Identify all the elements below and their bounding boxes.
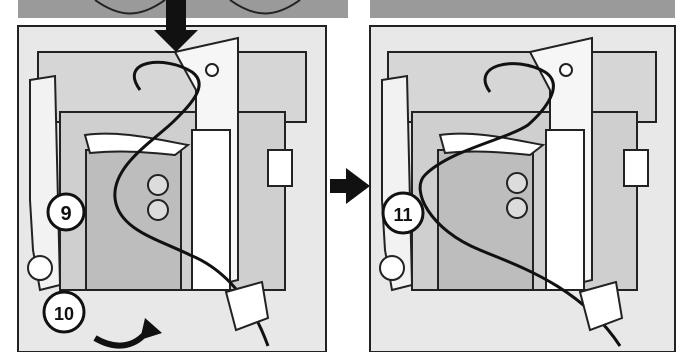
step-11-label: 11 — [393, 205, 412, 225]
left-screw-2 — [148, 200, 168, 220]
right-screw-1 — [507, 173, 527, 193]
step-9-badge: 9 — [48, 194, 84, 230]
right-screw-2 — [507, 198, 527, 218]
right-panel: 11 — [370, 26, 675, 352]
right-post-front — [546, 130, 584, 290]
left-side-hook — [268, 150, 292, 186]
left-panel: 9 10 — [18, 26, 326, 352]
right-dark-block — [438, 150, 533, 290]
left-screw-1 — [148, 175, 168, 195]
left-dark-block — [86, 150, 181, 290]
left-lever-pivot — [28, 256, 52, 280]
step-10-badge: 10 — [44, 292, 84, 332]
step-9-label: 9 — [60, 203, 71, 225]
right-side-hook — [624, 150, 648, 186]
top-strip-right — [370, 0, 675, 18]
right-lever-pivot — [380, 256, 404, 280]
step-10-label: 10 — [54, 304, 74, 324]
right-post-hole — [560, 64, 572, 76]
step-11-badge: 11 — [383, 193, 423, 233]
left-post-hole — [206, 64, 218, 76]
